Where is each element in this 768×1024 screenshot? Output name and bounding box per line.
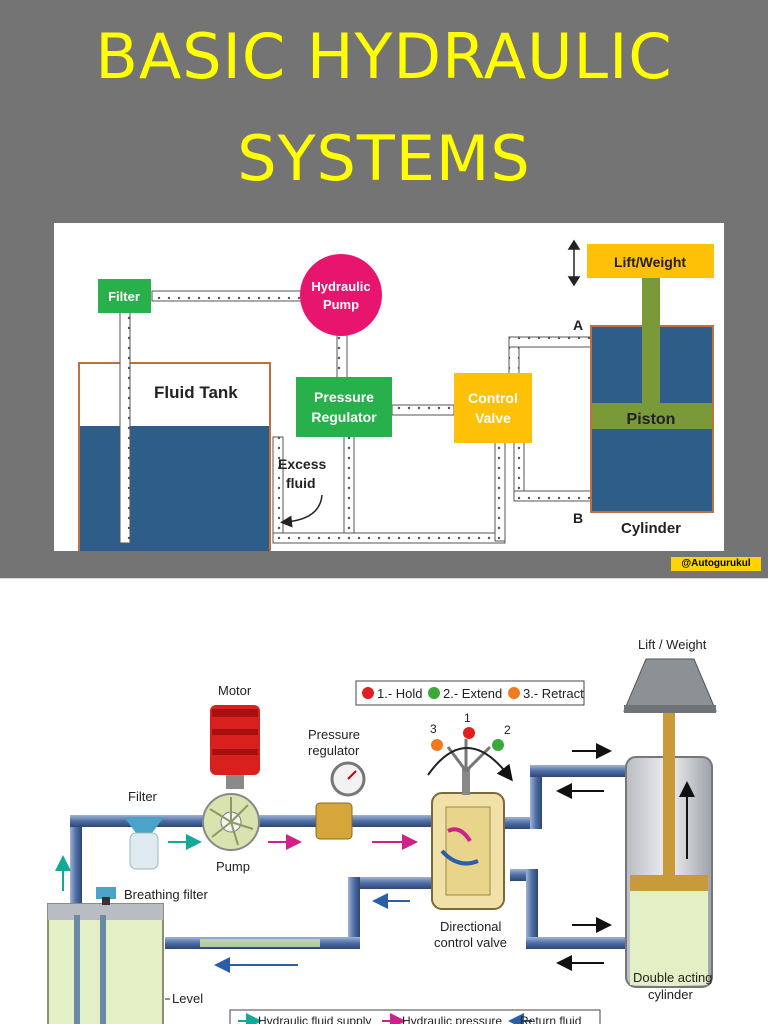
legend-extend: 2.- Extend [443,686,502,701]
motor [210,705,260,789]
double-arrow-icon [567,239,581,287]
simple-hydraulic-diagram: Fluid Tank Filter [54,223,724,551]
filter-label: Filter [108,289,140,304]
flow-key: Hydraulic fluid supply Hydraulic pressur… [229,1009,601,1024]
piston-label: Piston [627,411,676,428]
lift-weight-box [587,244,714,278]
valve-legend: 1.- Hold 2.- Extend 3.- Retract [355,680,585,706]
detailed-hydraulic-diagram: Breathing filter Level Filter Pump [0,579,768,1024]
valve-label-line2: control valve [434,935,507,950]
level-label: Level [172,991,203,1006]
lift-weight-label: Lift/Weight [614,254,686,270]
cylinder-label-line1: Double acting [633,970,713,985]
position-3-label: 3 [430,722,437,736]
pressure-regulator [315,761,366,840]
pressure-regulator: Pressure Regulator [296,377,392,437]
key-return: Return fluid [520,1014,581,1024]
slide-divider [0,578,768,579]
motor-label: Motor [218,683,252,698]
valve-label-line2: Valve [475,410,511,426]
filter-label: Filter [128,789,158,804]
legend-retract: 3.- Retract [523,686,584,701]
key-supply: Hydraulic fluid supply [258,1014,371,1024]
regulator-label-line2: Regulator [311,409,377,425]
pump-label: Pump [216,859,250,874]
position-1-label: 1 [464,711,471,725]
control-valve: Control Valve [454,373,532,443]
page-title-line1: BASIC HYDRAULIC [95,20,673,93]
hydraulic-pump: Hydraulic Pump [300,254,382,336]
legend-hold: 1.- Hold [377,686,423,701]
lift-weight [623,658,717,713]
excess-label-line2: fluid [286,475,316,491]
regulator-label-line2: regulator [308,743,360,758]
regulator-label-line1: Pressure [314,389,374,405]
valve-label-line1: Directional [440,919,502,934]
excess-arrow-icon [280,494,323,528]
port-a-label: A [573,317,583,333]
pump-label-line2: Pump [323,297,359,312]
tank-label: Fluid Tank [154,383,238,402]
filter [124,817,164,870]
cylinder: Piston Cylinder [590,275,714,537]
lift-weight-label: Lift / Weight [638,637,707,652]
directional-control-valve [427,727,513,910]
cylinder-label-line2: cylinder [648,987,693,1002]
top-slide: BASIC HYDRAULIC SYSTEMS Fluid Tank [0,0,768,578]
fluid-tank: Fluid Tank [78,362,271,551]
excess-label-line1: Excess [278,456,326,472]
page-title-line2: SYSTEMS [237,122,531,195]
pump-label-line1: Hydraulic [311,279,370,294]
cylinder-label: Cylinder [621,520,681,537]
breathing-filter-label: Breathing filter [124,887,208,902]
position-2-label: 2 [504,723,511,737]
regulator-label-line1: Pressure [308,727,360,742]
breathing-filter [96,887,116,905]
filter-box: Filter [98,279,151,313]
valve-label-line1: Control [468,390,518,406]
fluid-tank [47,903,164,1024]
double-acting-cylinder [625,713,713,988]
port-b-label: B [573,510,583,526]
key-pressure: Hydraulic pressure [402,1014,502,1024]
credit-badge: @Autogurukul [671,557,761,571]
pump [202,793,260,851]
